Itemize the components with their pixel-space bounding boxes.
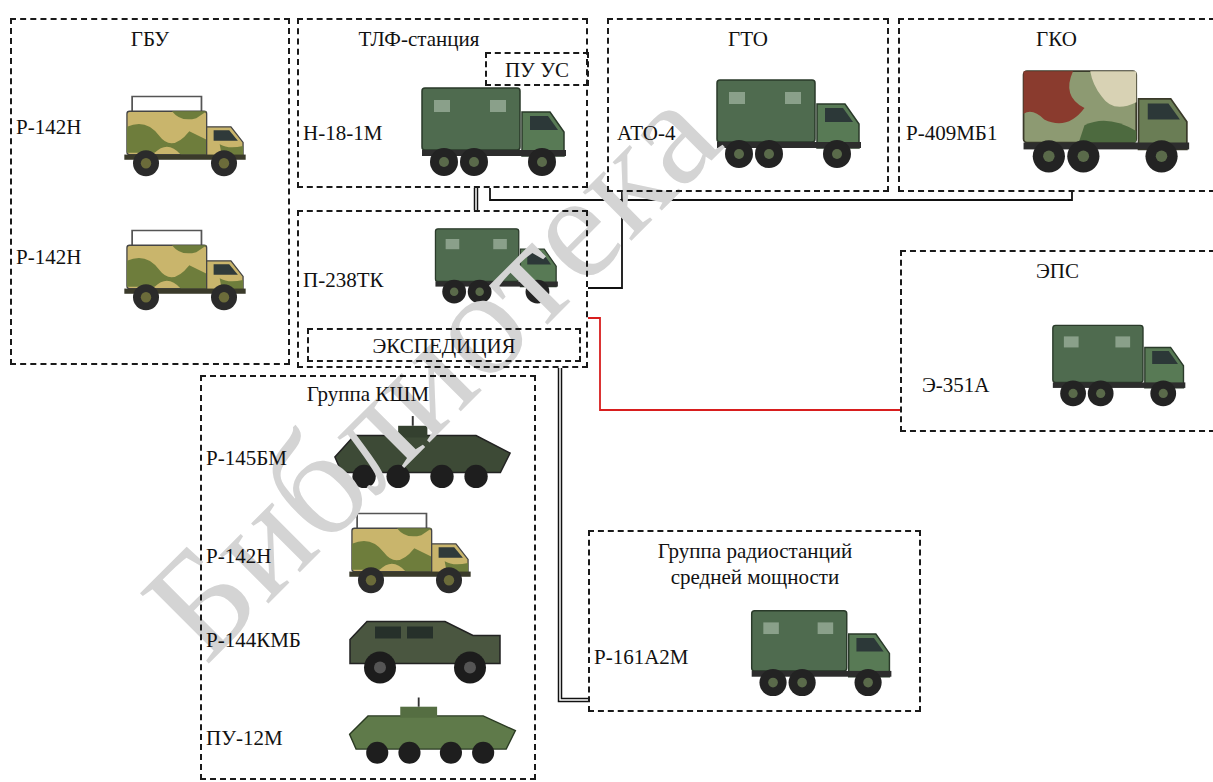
vehicle-label: Н-18-1М (303, 120, 382, 146)
vehicle-label: Р-145БМ (206, 445, 287, 471)
vehicle-label: Р-142Н (206, 543, 271, 569)
group-box: ГБУ Р-142Н Р-142Н (10, 18, 290, 365)
watermark: Библиотека (109, 49, 751, 691)
group-box: ГТО АТО-4 (607, 18, 889, 192)
connector-inner (560, 368, 588, 700)
truck-picture (124, 97, 245, 177)
connector-line (560, 368, 588, 700)
truck-picture (752, 611, 892, 696)
vehicle-label: Р-144КМБ (206, 627, 301, 653)
group-title: ГБУ (12, 26, 288, 52)
truck-picture (1024, 71, 1190, 172)
group-box: Группа радиостанций средней мощностиР-16… (588, 530, 921, 712)
group-title: ЭКСПЕДИЦИЯ (309, 333, 579, 359)
connector-line (588, 318, 900, 410)
group-box: ЭКСПЕДИЦИЯ (307, 328, 581, 362)
vehicle-label: АТО-4 (617, 120, 676, 146)
vehicle-label: Р-142Н (16, 114, 81, 140)
group-title: ПУ УС (487, 57, 587, 83)
armored-car-picture (350, 622, 500, 684)
connector-stroke (560, 368, 588, 700)
apc-picture (350, 698, 516, 764)
truck-picture (124, 231, 245, 311)
group-box: ЭКСПЕДИЦИЯ П-238ТК (297, 210, 588, 368)
group-box: ПУ УС (485, 52, 589, 86)
group-box: ГКО Р-409МБ1 (898, 18, 1213, 192)
group-title: Группа радиостанций средней мощности (620, 538, 890, 591)
group-title: ЭПС (902, 258, 1213, 284)
vehicle-label: Э-351А (922, 372, 990, 398)
vehicle-label: Р-409МБ1 (906, 120, 997, 146)
group-title: ГТО (609, 26, 887, 52)
connector-stroke (588, 318, 900, 410)
group-box: ЭПС Э-351А (900, 250, 1213, 432)
group-box: Группа КШМ Р-145БМ Р-142Н Р-144КМБ ПУ-12М (200, 375, 536, 780)
vehicle-label: Р-161А2М (594, 644, 689, 670)
group-title: Группа КШМ (202, 381, 534, 407)
group-title: ТЛФ-станция (319, 26, 519, 52)
vehicle-label: П-238ТК (303, 267, 384, 293)
truck-picture (1053, 325, 1185, 406)
vehicle-label: Р-142Н (16, 244, 81, 270)
vehicle-label: ПУ-12М (206, 725, 283, 751)
group-title: ГКО (900, 26, 1213, 52)
truck-picture (717, 80, 861, 168)
group-box: ПУ УС ТЛФ-станцияН-18-1М (297, 18, 588, 188)
